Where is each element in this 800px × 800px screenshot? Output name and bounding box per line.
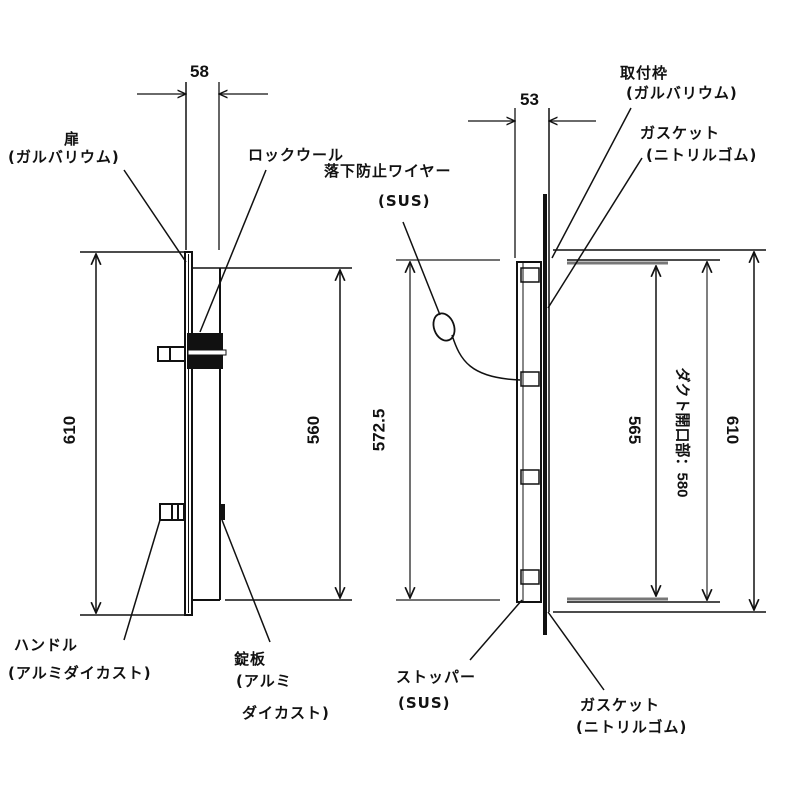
latch-plate-label: 錠板 [234, 650, 267, 668]
stopper-label: ストッパー [396, 668, 477, 686]
rockwool-label: ロックウール [248, 146, 345, 164]
latch-material-label-1: (アルミ [236, 672, 292, 690]
fall-prevention-wire-material-label: (SUS) [378, 192, 431, 210]
dim-height-560: 560 [304, 415, 324, 445]
gasket-top-material-label: (ニトリルゴム) [646, 146, 758, 164]
dim-duct-opening-580: ダクト開口部：580 [673, 367, 691, 498]
gasket-bottom-material-label: (ニトリルゴム) [576, 718, 688, 736]
latch-material-label-2: ダイカスト) [242, 704, 330, 722]
left-view [80, 82, 352, 643]
dim-height-572-5: 572.5 [369, 408, 389, 452]
gasket-bottom-label: ガスケット [580, 696, 661, 714]
handle-material-label: (アルミダイカスト) [8, 664, 152, 682]
dim-height-565: 565 [625, 415, 645, 445]
stopper-material-label: (SUS) [398, 694, 451, 712]
mounting-frame-label: 取付枠 [620, 64, 669, 82]
mounting-frame-material-label: (ガルバリウム) [626, 84, 738, 102]
fall-prevention-wire-label: 落下防止ワイヤー [324, 162, 452, 180]
dim-width-58: 58 [190, 62, 209, 81]
dim-height-610-left: 610 [60, 415, 80, 445]
door-label: 扉 [64, 130, 81, 148]
handle-label: ハンドル [14, 636, 79, 654]
dim-height-610-right: 610 [723, 415, 743, 445]
dim-width-53: 53 [520, 90, 539, 109]
gasket-top-label: ガスケット [640, 124, 721, 142]
right-view [396, 107, 766, 691]
door-material-label: (ガルバリウム) [8, 148, 120, 166]
